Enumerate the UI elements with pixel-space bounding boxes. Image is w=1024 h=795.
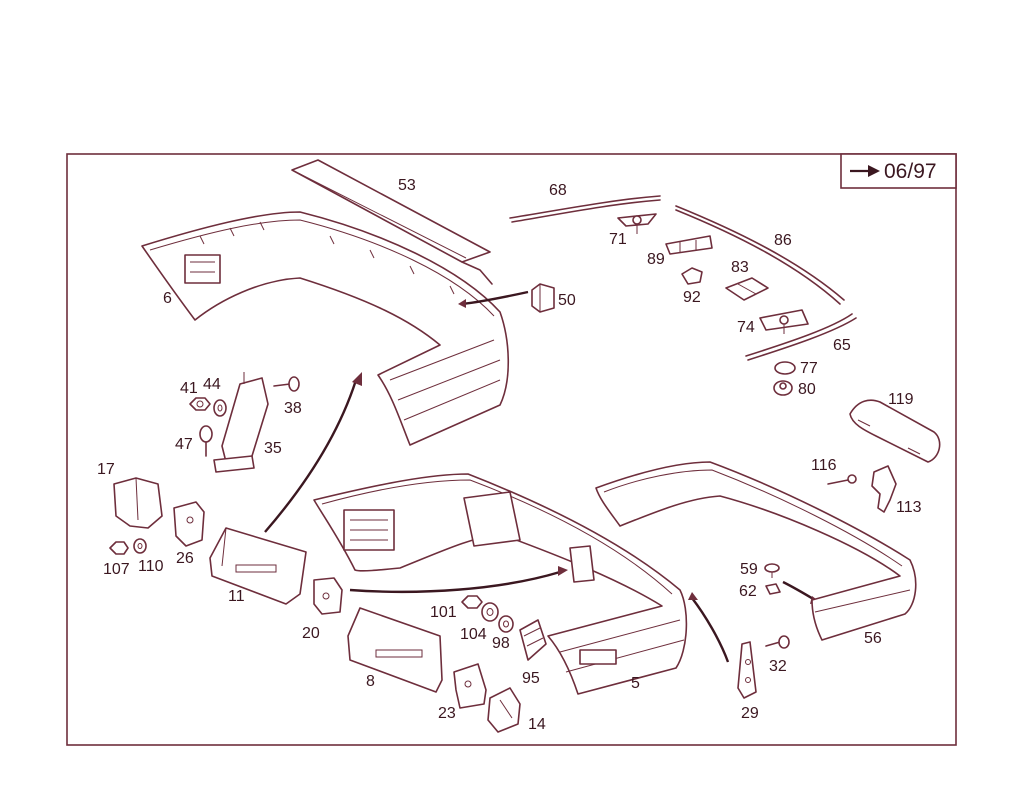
label-23: 23 xyxy=(438,705,456,722)
part-101-nut xyxy=(461,595,483,609)
diagram-frame xyxy=(66,153,957,746)
arrowhead-icon xyxy=(558,566,568,576)
part-83-clip xyxy=(725,277,769,301)
arrow-50-to-6 xyxy=(461,290,529,306)
part-44-washer xyxy=(213,399,227,417)
label-59: 59 xyxy=(740,561,758,578)
label-119: 119 xyxy=(888,391,914,408)
label-65: 65 xyxy=(833,337,851,354)
arrow-29-to-5 xyxy=(691,597,730,663)
part-53-strip xyxy=(291,159,493,285)
label-38: 38 xyxy=(284,400,302,417)
label-29: 29 xyxy=(741,705,759,722)
label-17: 17 xyxy=(97,461,115,478)
label-107: 107 xyxy=(103,561,130,578)
part-65-strip xyxy=(745,313,857,361)
label-44: 44 xyxy=(203,376,221,393)
label-89: 89 xyxy=(647,251,665,268)
label-71: 71 xyxy=(609,231,627,248)
part-104-washer xyxy=(481,602,499,622)
version-box: 06/97 xyxy=(840,153,957,189)
label-26: 26 xyxy=(176,550,194,567)
part-14-block xyxy=(487,687,521,733)
label-35: 35 xyxy=(264,440,282,457)
label-47: 47 xyxy=(175,436,193,453)
part-71-clip xyxy=(617,213,657,234)
part-107-nut xyxy=(109,541,129,555)
label-80: 80 xyxy=(798,381,816,398)
part-6-bumper-cover xyxy=(141,211,510,446)
arrow-11-to-6 xyxy=(264,379,358,533)
part-77-nut xyxy=(774,361,796,375)
label-68: 68 xyxy=(549,182,567,199)
arrowhead-icon xyxy=(352,372,362,386)
arrow-62-to-56 xyxy=(782,580,816,602)
label-110: 110 xyxy=(138,558,164,575)
label-56: 56 xyxy=(864,630,882,647)
callout-labels: 53 68 71 86 89 83 92 6 50 74 65 77 41 44… xyxy=(97,177,922,733)
part-23-mount xyxy=(453,663,487,709)
arrow-right-icon xyxy=(868,165,880,177)
label-50: 50 xyxy=(558,292,576,309)
label-113: 113 xyxy=(896,499,922,516)
part-47-bolt xyxy=(199,425,213,457)
label-53: 53 xyxy=(398,177,416,194)
label-74: 74 xyxy=(737,319,755,336)
label-104: 104 xyxy=(460,626,487,643)
label-116: 116 xyxy=(811,457,837,474)
label-14: 14 xyxy=(528,716,546,733)
arrowhead-icon xyxy=(458,299,466,308)
label-20: 20 xyxy=(302,625,320,642)
label-92: 92 xyxy=(683,289,701,306)
label-11: 11 xyxy=(228,588,245,605)
part-29-bracket xyxy=(737,641,757,699)
part-32-screw xyxy=(765,635,790,649)
part-86-strip xyxy=(675,205,845,305)
part-17-block xyxy=(113,477,163,529)
part-80-grommet xyxy=(773,380,793,396)
version-text: 06/97 xyxy=(884,160,937,183)
part-56-bumper-cover xyxy=(595,461,917,641)
part-8-absorber xyxy=(347,607,443,693)
label-41: 41 xyxy=(180,380,198,397)
part-110-washer xyxy=(133,538,147,554)
part-74-clip xyxy=(759,309,809,334)
label-62: 62 xyxy=(739,583,757,600)
part-26-mount xyxy=(173,501,205,547)
label-6: 6 xyxy=(163,290,172,307)
part-92-clip xyxy=(681,267,703,285)
label-83: 83 xyxy=(731,259,749,276)
label-98: 98 xyxy=(492,635,510,652)
part-113-bracket xyxy=(871,465,897,513)
label-95: 95 xyxy=(522,670,540,687)
label-77: 77 xyxy=(800,360,818,377)
arrow-20-to-5 xyxy=(349,570,561,594)
label-32: 32 xyxy=(769,658,787,675)
part-11-absorber xyxy=(209,527,307,605)
part-116-bolt xyxy=(827,474,857,485)
part-41-nut xyxy=(189,397,211,411)
label-101: 101 xyxy=(430,604,457,621)
part-68-strip xyxy=(509,195,661,223)
part-89-clip xyxy=(665,235,713,255)
part-95-plate xyxy=(519,619,547,661)
label-5: 5 xyxy=(631,675,640,692)
part-59-plug xyxy=(764,563,780,578)
part-50-clip xyxy=(531,283,555,313)
part-35-bracket xyxy=(213,372,269,473)
part-38-screw xyxy=(273,376,300,392)
part-119-cover xyxy=(849,399,941,463)
part-20-bracket xyxy=(313,577,343,615)
label-8: 8 xyxy=(366,673,375,690)
label-86: 86 xyxy=(774,232,792,249)
part-98-grommet xyxy=(498,615,514,633)
part-62-clip xyxy=(765,583,781,595)
arrowhead-icon xyxy=(688,592,698,600)
part-5-bumper-cover xyxy=(313,473,688,695)
